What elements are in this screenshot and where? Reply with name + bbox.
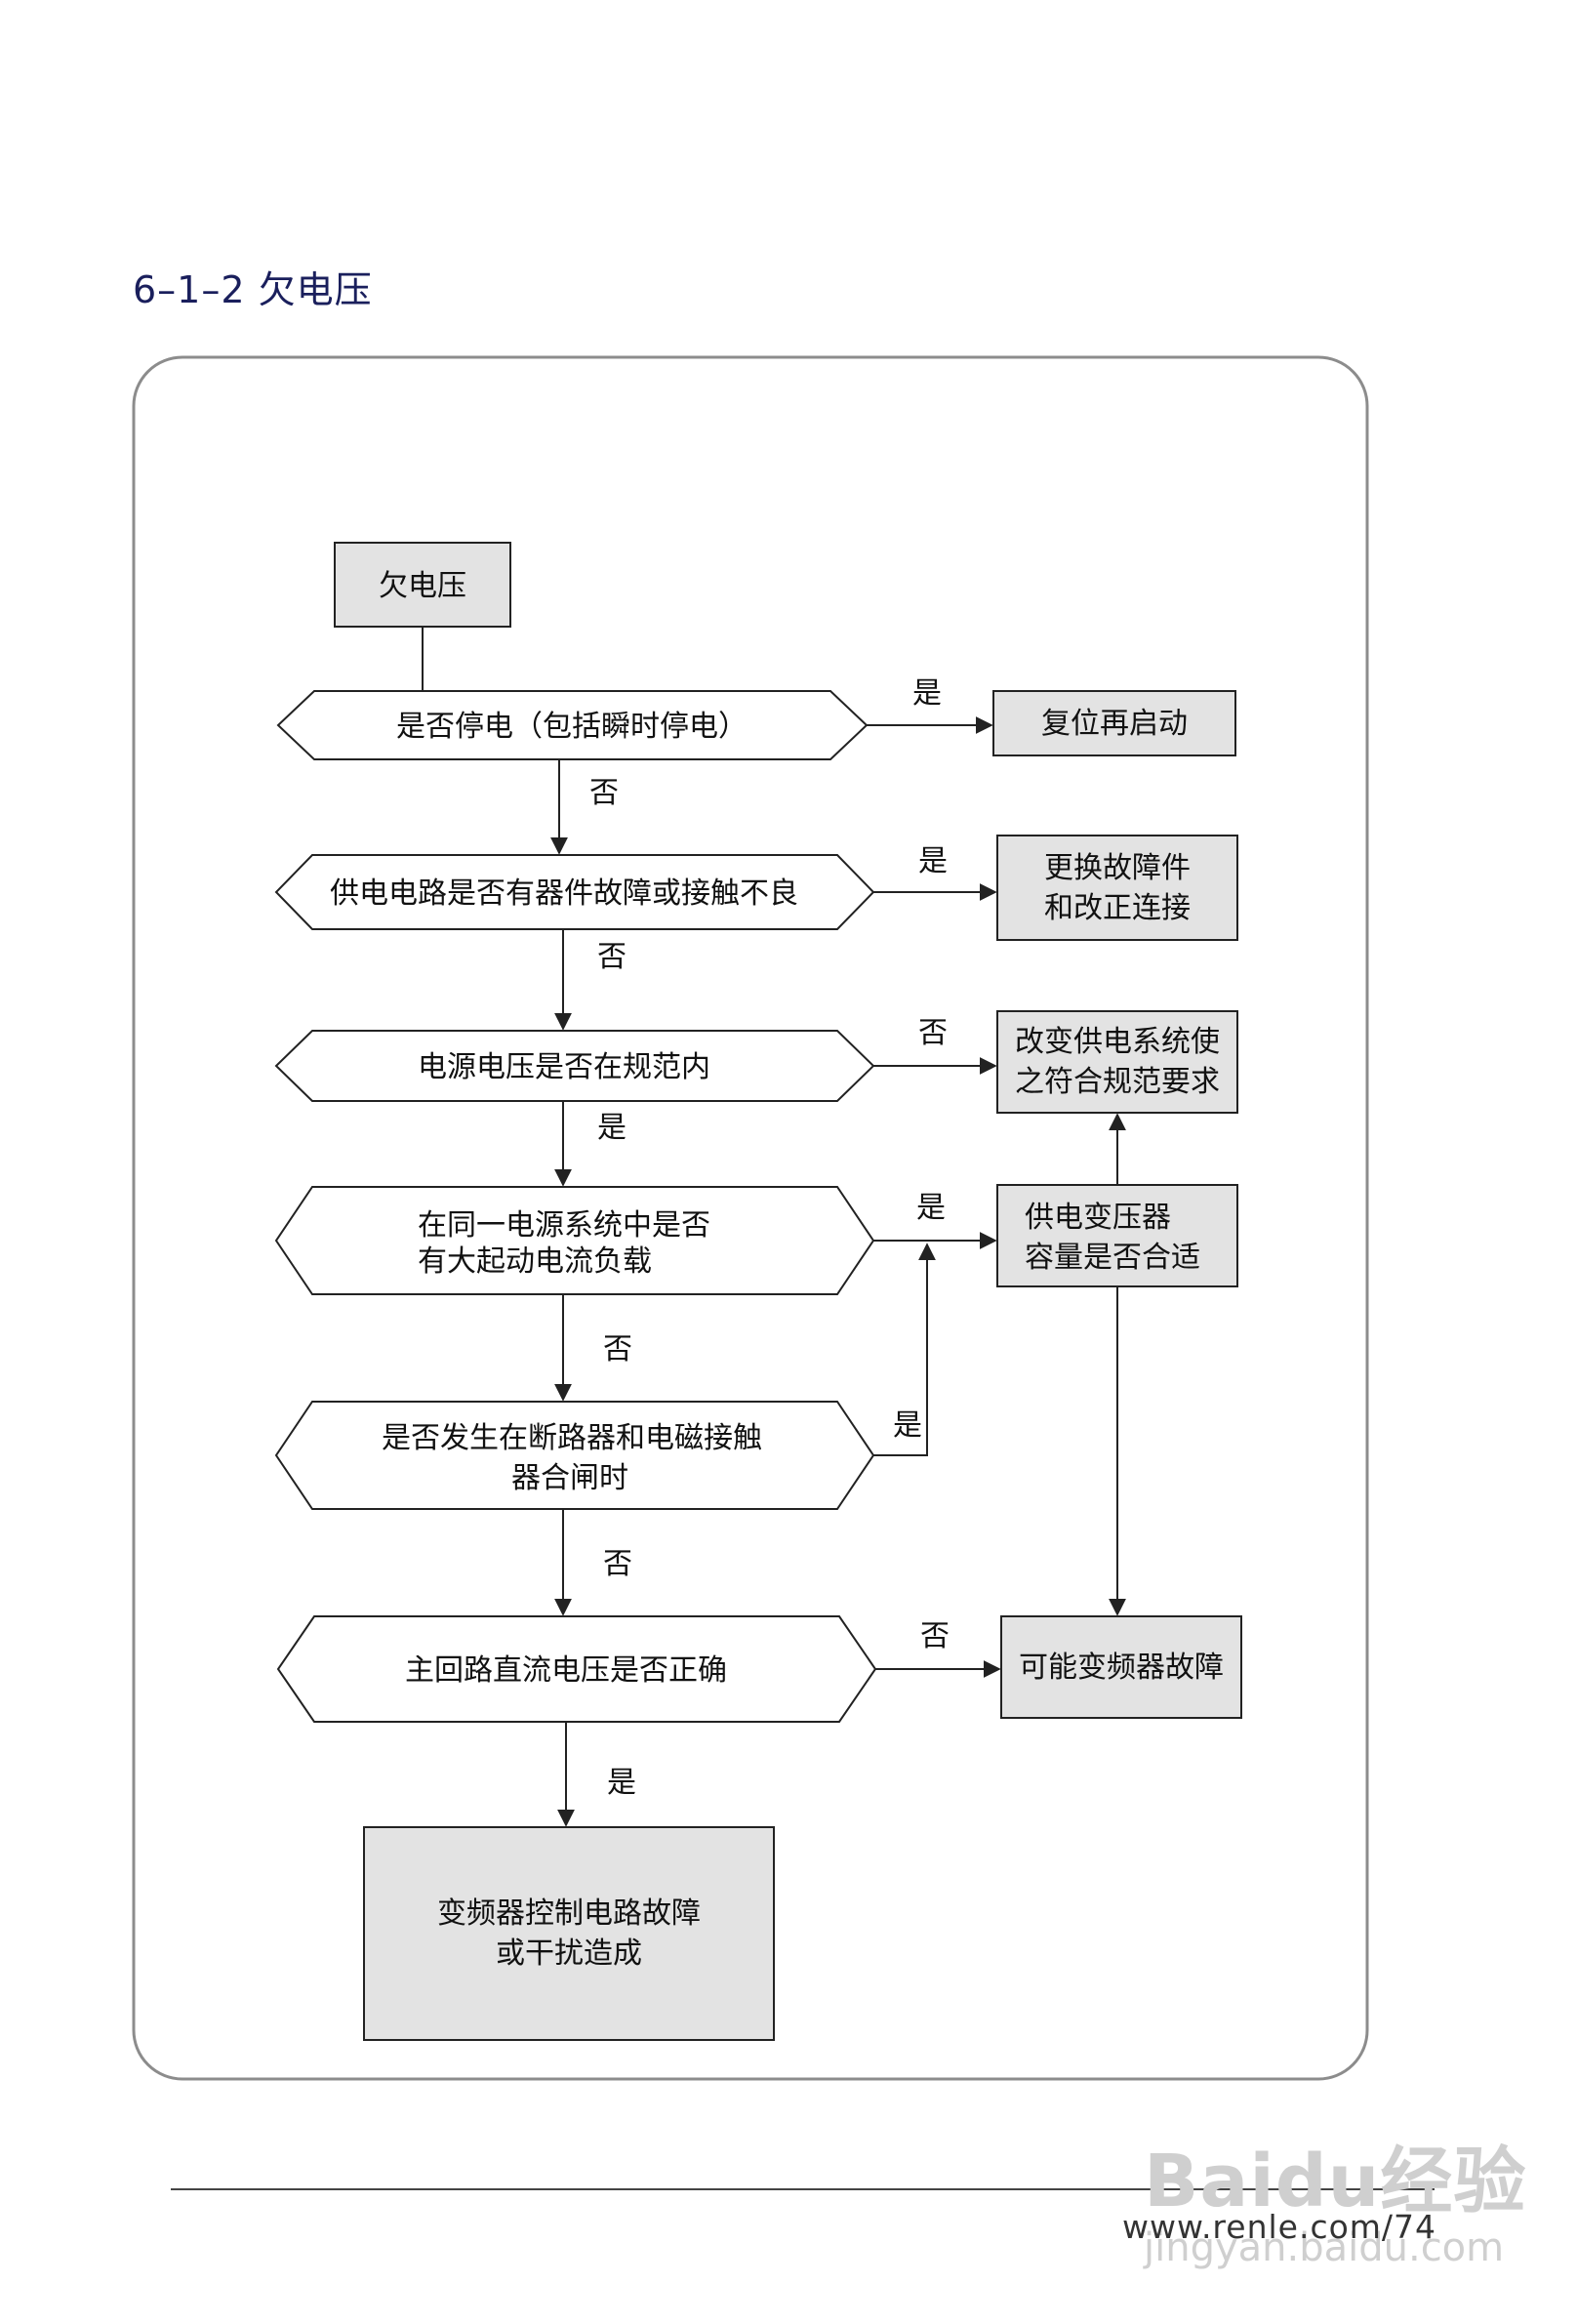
decision-dc-voltage-label: 主回路直流电压是否正确 [405,1653,727,1688]
decision-voltage-range [274,1030,875,1102]
edge-d1-r1-label: 是 [912,676,942,711]
result-change-supply [996,1010,1238,1114]
result-transformer-capacity [996,1184,1238,1287]
watermark-url: jingyan.baidu.com [1144,2225,1505,2270]
diagram-frame [132,355,1369,2081]
decision-power-outage-label: 是否停电（包括瞬时停电） [396,710,748,744]
edge-d5-r4-label: 是 [893,1408,922,1443]
edge-d2-d3-label: 否 [597,940,627,974]
edge-d3-r3-label: 否 [918,1016,948,1050]
result-transformer-capacity-label-1: 供电变压器 [1025,1201,1171,1235]
edge-d6-r6-label: 否 [920,1619,950,1653]
result-reset-restart [992,690,1236,756]
result-change-supply-label-1: 改变供电系统使 [1015,1025,1220,1059]
decision-breaker-close [274,1401,875,1510]
edge-d1-d2-label: 否 [589,776,619,810]
watermark-brand: Baidu经验 [1144,2140,1527,2223]
decision-breaker-close-label-2: 器合闸时 [511,1461,628,1495]
edge-d3-d4-label: 是 [597,1111,627,1145]
result-replace-parts-label-1: 更换故障件 [1044,851,1191,885]
edge-d5-r4 [873,1243,936,1456]
result-inverter-fault [1000,1615,1242,1719]
decision-start-current-load-label-2: 有大起动电流负载 [418,1244,652,1279]
footer-url: www.renle.com/74 [1122,2208,1437,2246]
end-box [363,1826,775,2041]
decision-breaker-close-label-1: 是否发生在断路器和电磁接触 [382,1421,762,1455]
decision-start-current-load-label-1: 在同一电源系统中是否 [418,1208,710,1243]
result-replace-parts-label-2: 和改正连接 [1044,891,1191,925]
decision-circuit-fault [274,854,875,930]
result-replace-parts [996,835,1238,941]
decision-voltage-range-label: 电源电压是否在规范内 [418,1050,710,1084]
start-label: 欠电压 [379,569,466,603]
end-box-label-2: 或干扰造成 [496,1937,642,1971]
decision-dc-voltage [276,1615,877,1723]
decision-circuit-fault-label: 供电电路是否有器件故障或接触不良 [330,877,798,911]
page-title: 6–1–2 欠电压 [133,268,373,311]
edge-d4-d5-label: 否 [603,1332,632,1366]
result-reset-restart-label: 复位再启动 [1041,707,1188,741]
edge-d4-r4-label: 是 [916,1191,946,1225]
edge-d2-r2-label: 是 [918,844,948,878]
decision-power-outage [276,690,869,760]
edge-d5-d6-label: 否 [603,1547,632,1581]
edge-d6-end-label: 是 [607,1766,636,1800]
result-change-supply-label-2: 之符合规范要求 [1015,1065,1220,1099]
result-transformer-capacity-label-2: 容量是否合适 [1025,1241,1200,1275]
start-box [334,542,511,628]
decision-start-current-load [274,1186,875,1295]
result-inverter-fault-label: 可能变频器故障 [1019,1651,1224,1685]
end-box-label-1: 变频器控制电路故障 [437,1896,701,1931]
